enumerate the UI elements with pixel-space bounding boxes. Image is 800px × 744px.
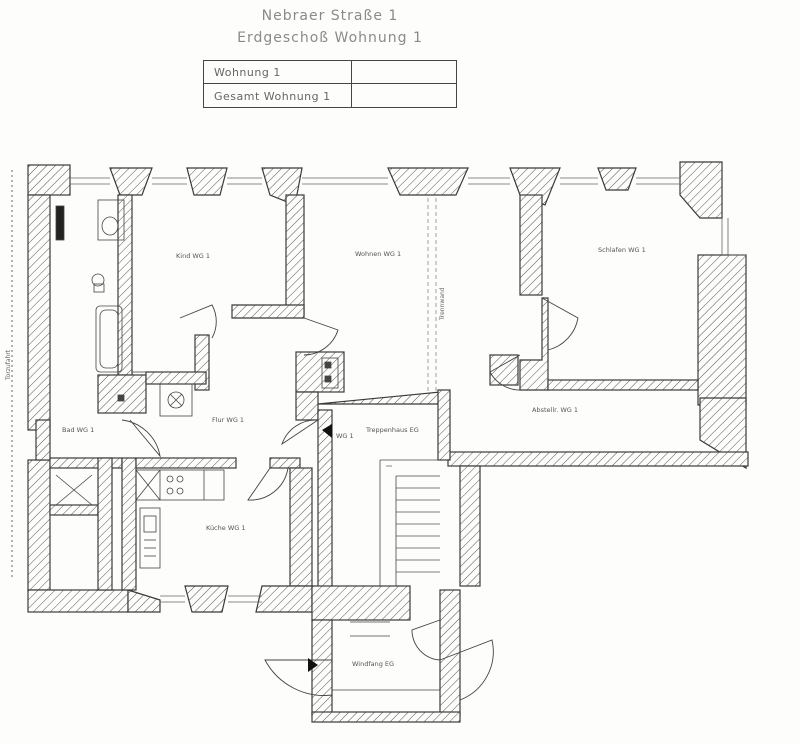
plan-title-address: Nebraer Straße 1: [261, 8, 399, 24]
wall-kueche-bottom-right: [255, 585, 313, 613]
entry-arrow-windfang: [308, 658, 318, 672]
wall-chimney-top: [145, 371, 207, 385]
door-kueche: [247, 467, 289, 501]
window-pier-6: [597, 167, 637, 191]
radiator: [55, 205, 65, 241]
room-label-wg-entry: WG 1: [336, 432, 354, 440]
wall-bad-pier: [35, 419, 51, 461]
area-row-gesamt: Gesamt Wohnung 1: [214, 90, 331, 103]
wall-right: [697, 254, 747, 406]
walls: [27, 161, 749, 723]
wall-left-lower: [27, 459, 51, 591]
room-label-abstellraum: Abstellr. WG 1: [532, 406, 578, 414]
beam-lines: [427, 198, 437, 392]
doors: [121, 297, 579, 701]
chimney-stove: [159, 383, 193, 417]
sink-cabinet: [97, 199, 125, 241]
wall-kind-left: [117, 194, 133, 376]
beam-label: Trennwand: [439, 287, 446, 321]
wall-stair-right: [459, 465, 481, 587]
kitchen-sink-unit: [139, 507, 161, 569]
wall-kueche-right: [289, 467, 313, 587]
wall-chimney-wohnen: [295, 351, 345, 393]
wall-top-right: [679, 161, 723, 219]
wall-bath-block: [97, 374, 147, 414]
entry-arrow-wg: [322, 424, 332, 438]
door-kind: [179, 304, 217, 339]
toilet: [91, 273, 105, 287]
door-entrance: [439, 639, 494, 701]
wall-kind-wohnen: [285, 194, 305, 316]
door-windfang-left: [264, 659, 333, 696]
wall-abstell-left: [437, 389, 451, 461]
window-pier-4: [387, 167, 469, 196]
room-label-bad: Bad WG 1: [62, 426, 94, 434]
fixtures: [55, 199, 339, 569]
wall-door-jamb: [489, 354, 519, 386]
wall-kind-bottom: [231, 304, 305, 319]
window-pier-2: [186, 167, 228, 196]
room-label-windfang: Windfang EG: [352, 660, 394, 668]
door-treppe: [281, 419, 319, 446]
wall-right-lower: [699, 397, 747, 470]
wall-top-left: [27, 164, 71, 196]
side-label-torzufahrt: Torzufahrt: [5, 349, 12, 381]
wall-wohnen-schlafen: [519, 194, 543, 296]
stair-treads: [386, 465, 440, 573]
door-windfang-right: [411, 619, 441, 661]
door-abstell: [489, 354, 521, 391]
area-table: Wohnung 1 Gesamt Wohnung 1: [203, 60, 457, 108]
wall-left-upper: [27, 194, 51, 431]
wall-wohnen-schlafen-lower: [519, 297, 549, 391]
wall-treppe-bottom: [311, 585, 411, 621]
room-label-kueche: Küche WG 1: [206, 524, 245, 532]
wall-windfang-bottom: [311, 711, 461, 723]
wall-kueche-left: [121, 457, 137, 591]
room-label-kind: Kind WG 1: [176, 252, 210, 260]
wall-right-bottom: [447, 451, 749, 467]
area-table-divider: [351, 61, 352, 107]
wall-bottom-left: [27, 589, 129, 613]
sink: [101, 216, 119, 236]
room-label-wohnen: Wohnen WG 1: [355, 250, 401, 258]
room-label-schlafen: Schlafen WG 1: [598, 246, 646, 254]
door-bad: [121, 419, 161, 458]
wall-bottom-bevel: [127, 589, 161, 613]
room-lines: [11, 170, 440, 691]
wall-kueche-left-outer: [97, 457, 113, 591]
wall-kueche-top-right: [269, 457, 301, 469]
door-schlafen: [541, 297, 579, 351]
room-label-flur: Flur WG 1: [212, 416, 244, 424]
room-label-treppenhaus: Treppenhaus EG: [365, 426, 419, 434]
area-row-wohnung: Wohnung 1: [204, 61, 456, 84]
plan-title-floor: Erdgeschoß Wohnung 1: [237, 30, 423, 46]
window-pier-kueche: [184, 585, 229, 613]
wall-shaft: [49, 504, 99, 516]
windows: [70, 177, 746, 603]
wall-schlafen-bottom: [547, 379, 699, 391]
kitchen-counter: [135, 469, 225, 501]
wall-kueche-top: [135, 457, 237, 469]
wall-treppe-left: [317, 409, 333, 591]
door-wohnen: [303, 317, 339, 356]
bathtub: [95, 305, 123, 373]
wall-windfang-left: [311, 619, 333, 717]
window-pier-1: [109, 167, 153, 196]
